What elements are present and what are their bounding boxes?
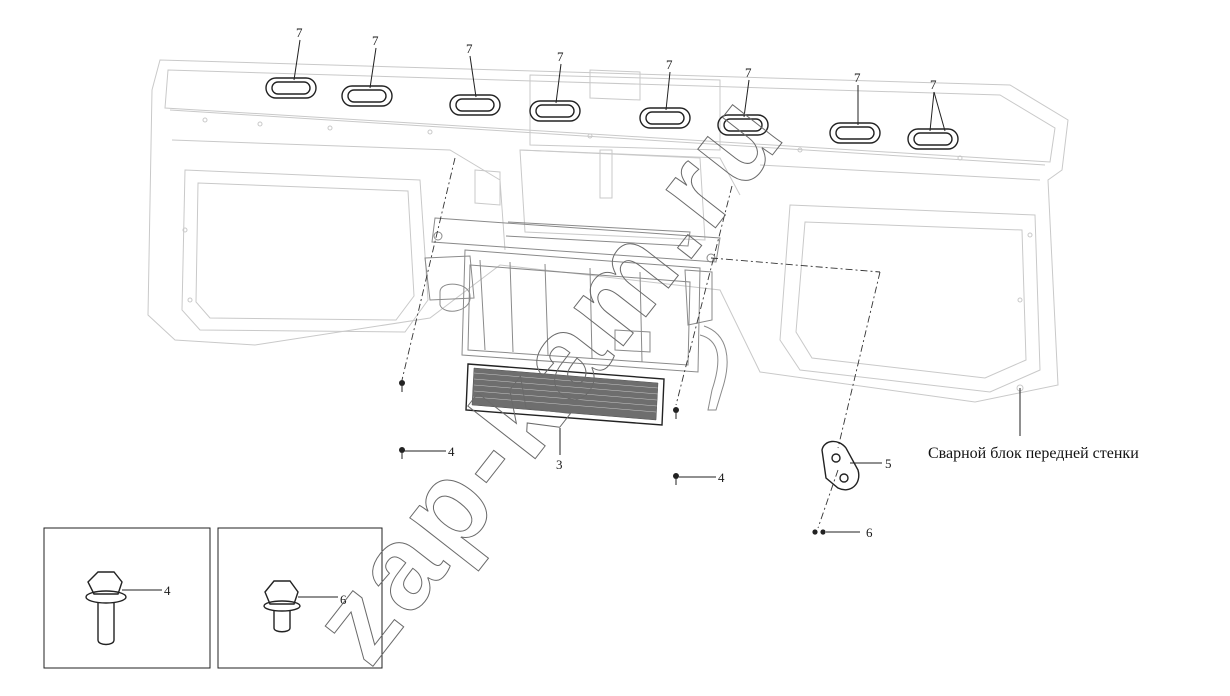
callout-7: 7 [745,65,752,80]
grommets [265,77,959,150]
grommet [907,128,959,150]
callout-6: 6 [866,525,873,540]
callout-7: 7 [296,25,303,40]
bolt [673,473,679,485]
small-bolts [812,529,826,535]
front-wall-panel [147,59,1069,403]
bolts [399,380,679,485]
grommet [639,107,691,129]
grommet [529,100,581,122]
bracket [821,440,860,491]
grommet-leaders [293,39,946,132]
grommet [449,94,501,116]
inset-callout-6: 6 [340,592,347,607]
part-leaders [404,388,1021,533]
grommet [717,114,769,136]
inset-callout-4: 4 [164,583,171,598]
inset-bolt: 4 [43,527,211,669]
bolt [673,407,679,419]
callout-7: 7 [557,49,564,64]
callout-4: 4 [448,444,455,459]
assembly-lines [401,157,881,529]
grommet [829,122,881,144]
diagram-caption: Сварной блок передней стенки [928,445,1139,462]
callout-3: 3 [556,457,563,472]
callout-7: 7 [854,70,861,85]
bolt [399,380,405,392]
heater-unit [424,217,728,426]
watermark: zap-kam.ru [286,67,810,686]
callout-4: 4 [718,470,725,485]
callout-7: 7 [930,77,937,92]
callout-7: 7 [372,33,379,48]
bolt [399,447,405,459]
callout-7: 7 [666,57,673,72]
callout-labels: 7 7 7 7 7 7 7 7 3 4 4 5 6 Сварной блок п… [296,25,1139,540]
grommet [265,77,317,99]
callout-5: 5 [885,456,892,471]
grommet [341,85,393,107]
callout-7: 7 [466,41,473,56]
inset-small-bolt: 6 [217,527,383,669]
